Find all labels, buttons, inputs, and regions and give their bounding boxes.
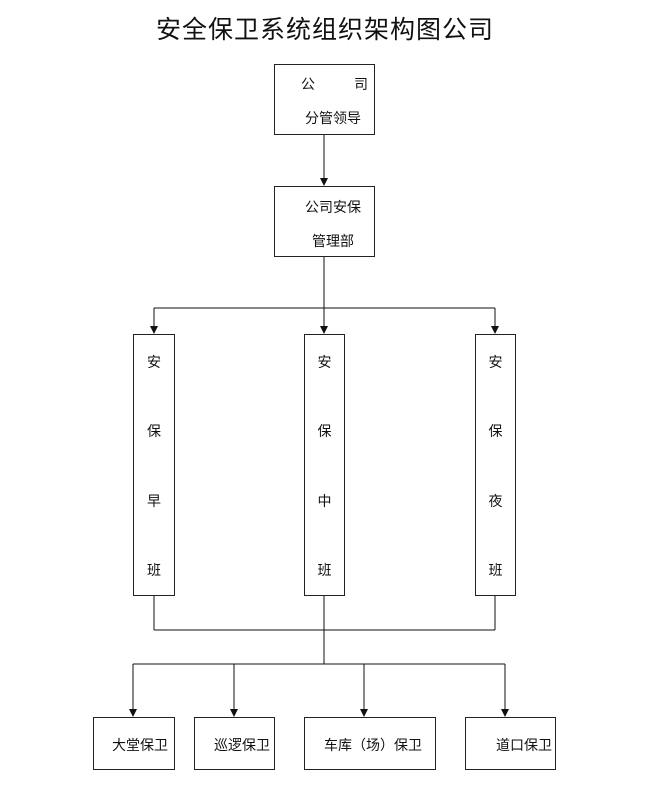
- early-shift-char-2: 保: [147, 424, 161, 440]
- post-lobby-label: 大堂保卫: [112, 738, 168, 754]
- early-shift-char-4: 班: [147, 563, 161, 579]
- node-company-leadership: 公 司 分管领导: [274, 64, 375, 135]
- node-security-department: 公司安保 管理部: [274, 186, 375, 257]
- early-shift-char-1: 安: [147, 355, 161, 371]
- mid-shift-char-1: 安: [317, 355, 332, 371]
- node-leadership-label: 分管领导: [305, 111, 361, 127]
- night-shift-char-4: 班: [488, 563, 503, 579]
- night-shift-char-1: 安: [488, 355, 503, 371]
- mid-shift-char-4: 班: [317, 563, 332, 579]
- night-shift-char-3: 夜: [488, 494, 503, 510]
- diagram-title: 安全保卫系统组织架构图公司: [155, 15, 494, 44]
- post-garage-label: 车库（场）保卫: [324, 738, 422, 754]
- node-post-garage: 车库（场）保卫: [304, 717, 436, 770]
- post-gate-label: 道口保卫: [496, 738, 552, 754]
- mid-shift-char-3: 中: [317, 494, 332, 510]
- node-mid-shift: 安 保 中 班: [304, 334, 345, 596]
- night-shift-char-2: 保: [488, 424, 503, 440]
- early-shift-char-3: 早: [147, 494, 161, 510]
- mid-shift-char-2: 保: [317, 424, 332, 440]
- node-post-patrol: 巡逻保卫: [194, 717, 275, 770]
- node-leadership-char-2: 司: [354, 77, 368, 93]
- post-patrol-label: 巡逻保卫: [214, 738, 270, 754]
- node-department-line-1: 公司安保: [305, 200, 361, 216]
- node-department-line-2: 管理部: [312, 234, 354, 250]
- node-post-gate: 道口保卫: [465, 717, 556, 770]
- node-early-shift: 安 保 早 班: [133, 334, 175, 596]
- node-leadership-char-1: 公: [301, 77, 315, 93]
- node-night-shift: 安 保 夜 班: [475, 334, 516, 596]
- node-post-lobby: 大堂保卫: [93, 717, 175, 770]
